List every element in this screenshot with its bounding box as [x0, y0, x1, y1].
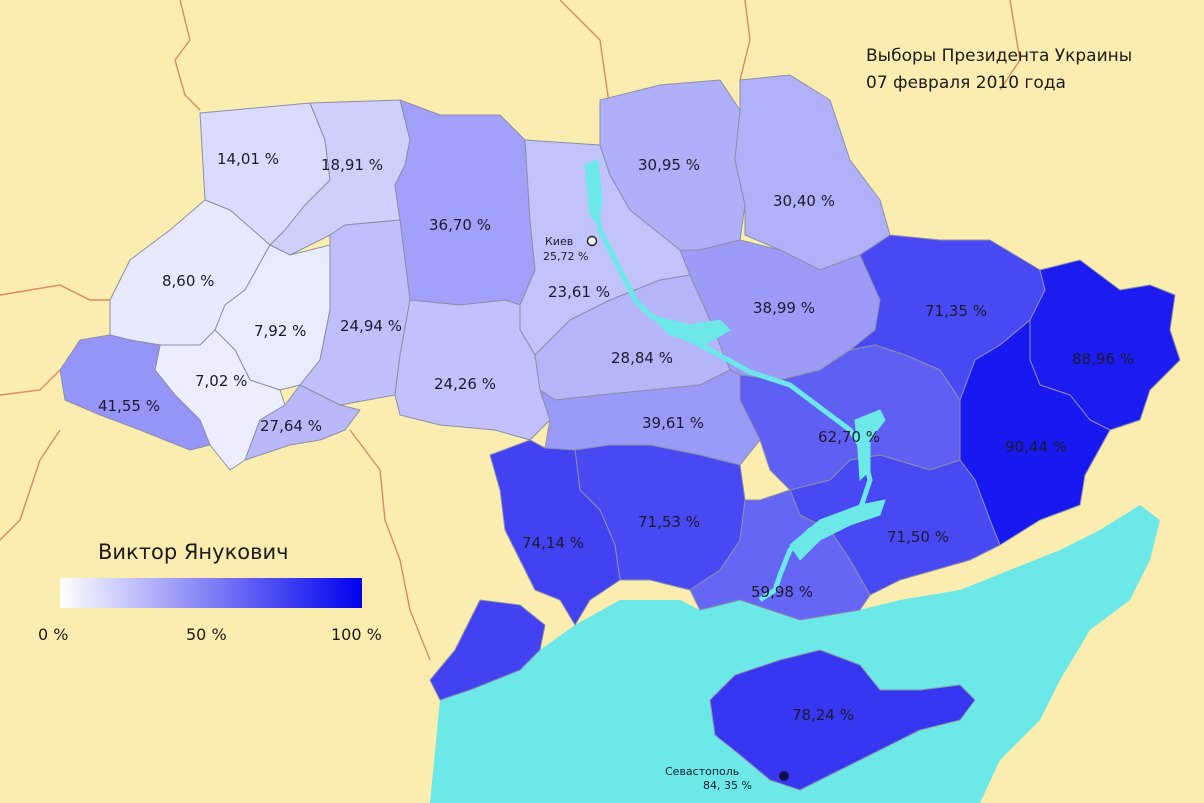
label-ivano-frankivsk: 7,02 % [195, 372, 247, 390]
legend-gradient-bar [60, 578, 362, 608]
label-khmelnytskyi: 24,94 % [340, 317, 402, 335]
region-zhytomyr[interactable] [394, 99, 536, 306]
label-zhytomyr: 36,70 % [429, 216, 491, 234]
label-rivne: 18,91 % [321, 156, 383, 174]
label-volyn: 14,01 % [217, 150, 279, 168]
label-mykolaiv: 71,53 % [638, 513, 700, 531]
label-sumy: 30,40 % [773, 192, 835, 210]
label-kyiv-oblast: 23,61 % [548, 283, 610, 301]
border-line [739, 0, 751, 81]
sevastopol-city-value: 84, 35 % [703, 779, 752, 792]
label-crimea: 78,24 % [792, 706, 854, 724]
kyiv-reservoir [584, 159, 603, 227]
kyiv-city-name: Киев [545, 235, 573, 248]
region-chernivtsi[interactable] [244, 384, 361, 461]
border-line [559, 0, 611, 111]
legend-tick-min: 0 % [38, 625, 68, 644]
label-zakarpattia: 41,55 % [98, 397, 160, 415]
legend-title: Виктор Янукович [98, 540, 289, 564]
kakhovka-reservoir [789, 499, 886, 561]
border-line [0, 429, 61, 541]
map-title-line1: Выборы Президента Украины [866, 46, 1132, 66]
region-khmelnytskyi[interactable] [299, 219, 411, 406]
sevastopol-city-name: Севастополь [665, 765, 739, 778]
region-odesa[interactable] [429, 439, 621, 701]
label-vinnytsia: 24,26 % [434, 375, 496, 393]
kyiv-city-value: 25,72 % [543, 250, 588, 263]
region-zakarpattia[interactable] [59, 334, 211, 451]
dnipro-reservoir [854, 409, 886, 482]
legend-tick-mid: 50 % [186, 625, 227, 644]
border-line [349, 429, 431, 661]
border-line [0, 284, 110, 301]
label-kharkiv: 71,35 % [925, 302, 987, 320]
legend-tick-max: 100 % [331, 625, 382, 644]
label-ternopil: 7,92 % [254, 322, 306, 340]
map-title-line2: 07 февраля 2010 года [866, 73, 1066, 93]
border-line [0, 369, 61, 396]
region-crimea[interactable] [709, 649, 976, 791]
border-line [174, 0, 201, 111]
label-donetsk: 90,44 % [1005, 438, 1067, 456]
kyiv-city-marker-icon[interactable] [586, 235, 598, 247]
legend: Виктор Янукович 0 % 50 % 100 % [38, 540, 382, 644]
label-odesa: 74,14 % [522, 534, 584, 552]
label-chernihiv: 30,95 % [638, 156, 700, 174]
label-chernivtsi: 27,64 % [260, 417, 322, 435]
sevastopol-city-marker-icon[interactable] [779, 771, 789, 781]
label-kherson: 59,98 % [751, 583, 813, 601]
label-dnipropetrovsk: 62,70 % [818, 428, 880, 446]
kremenchuk-reservoir [648, 314, 731, 346]
foreign-borders [0, 0, 1021, 661]
label-poltava: 38,99 % [753, 299, 815, 317]
label-zaporizhzhia: 71,50 % [887, 528, 949, 546]
region-labels: 14,01 % 18,91 % 36,70 % 23,61 % 30,95 % … [98, 150, 1134, 724]
black-sea [430, 505, 1160, 803]
dnieper-river [584, 159, 886, 603]
label-kirovohrad: 39,61 % [642, 414, 704, 432]
border-line [999, 0, 1021, 91]
label-luhansk: 88,96 % [1072, 350, 1134, 368]
label-lviv: 8,60 % [162, 272, 214, 290]
label-cherkasy: 28,84 % [611, 349, 673, 367]
regions-layer [59, 74, 1181, 791]
